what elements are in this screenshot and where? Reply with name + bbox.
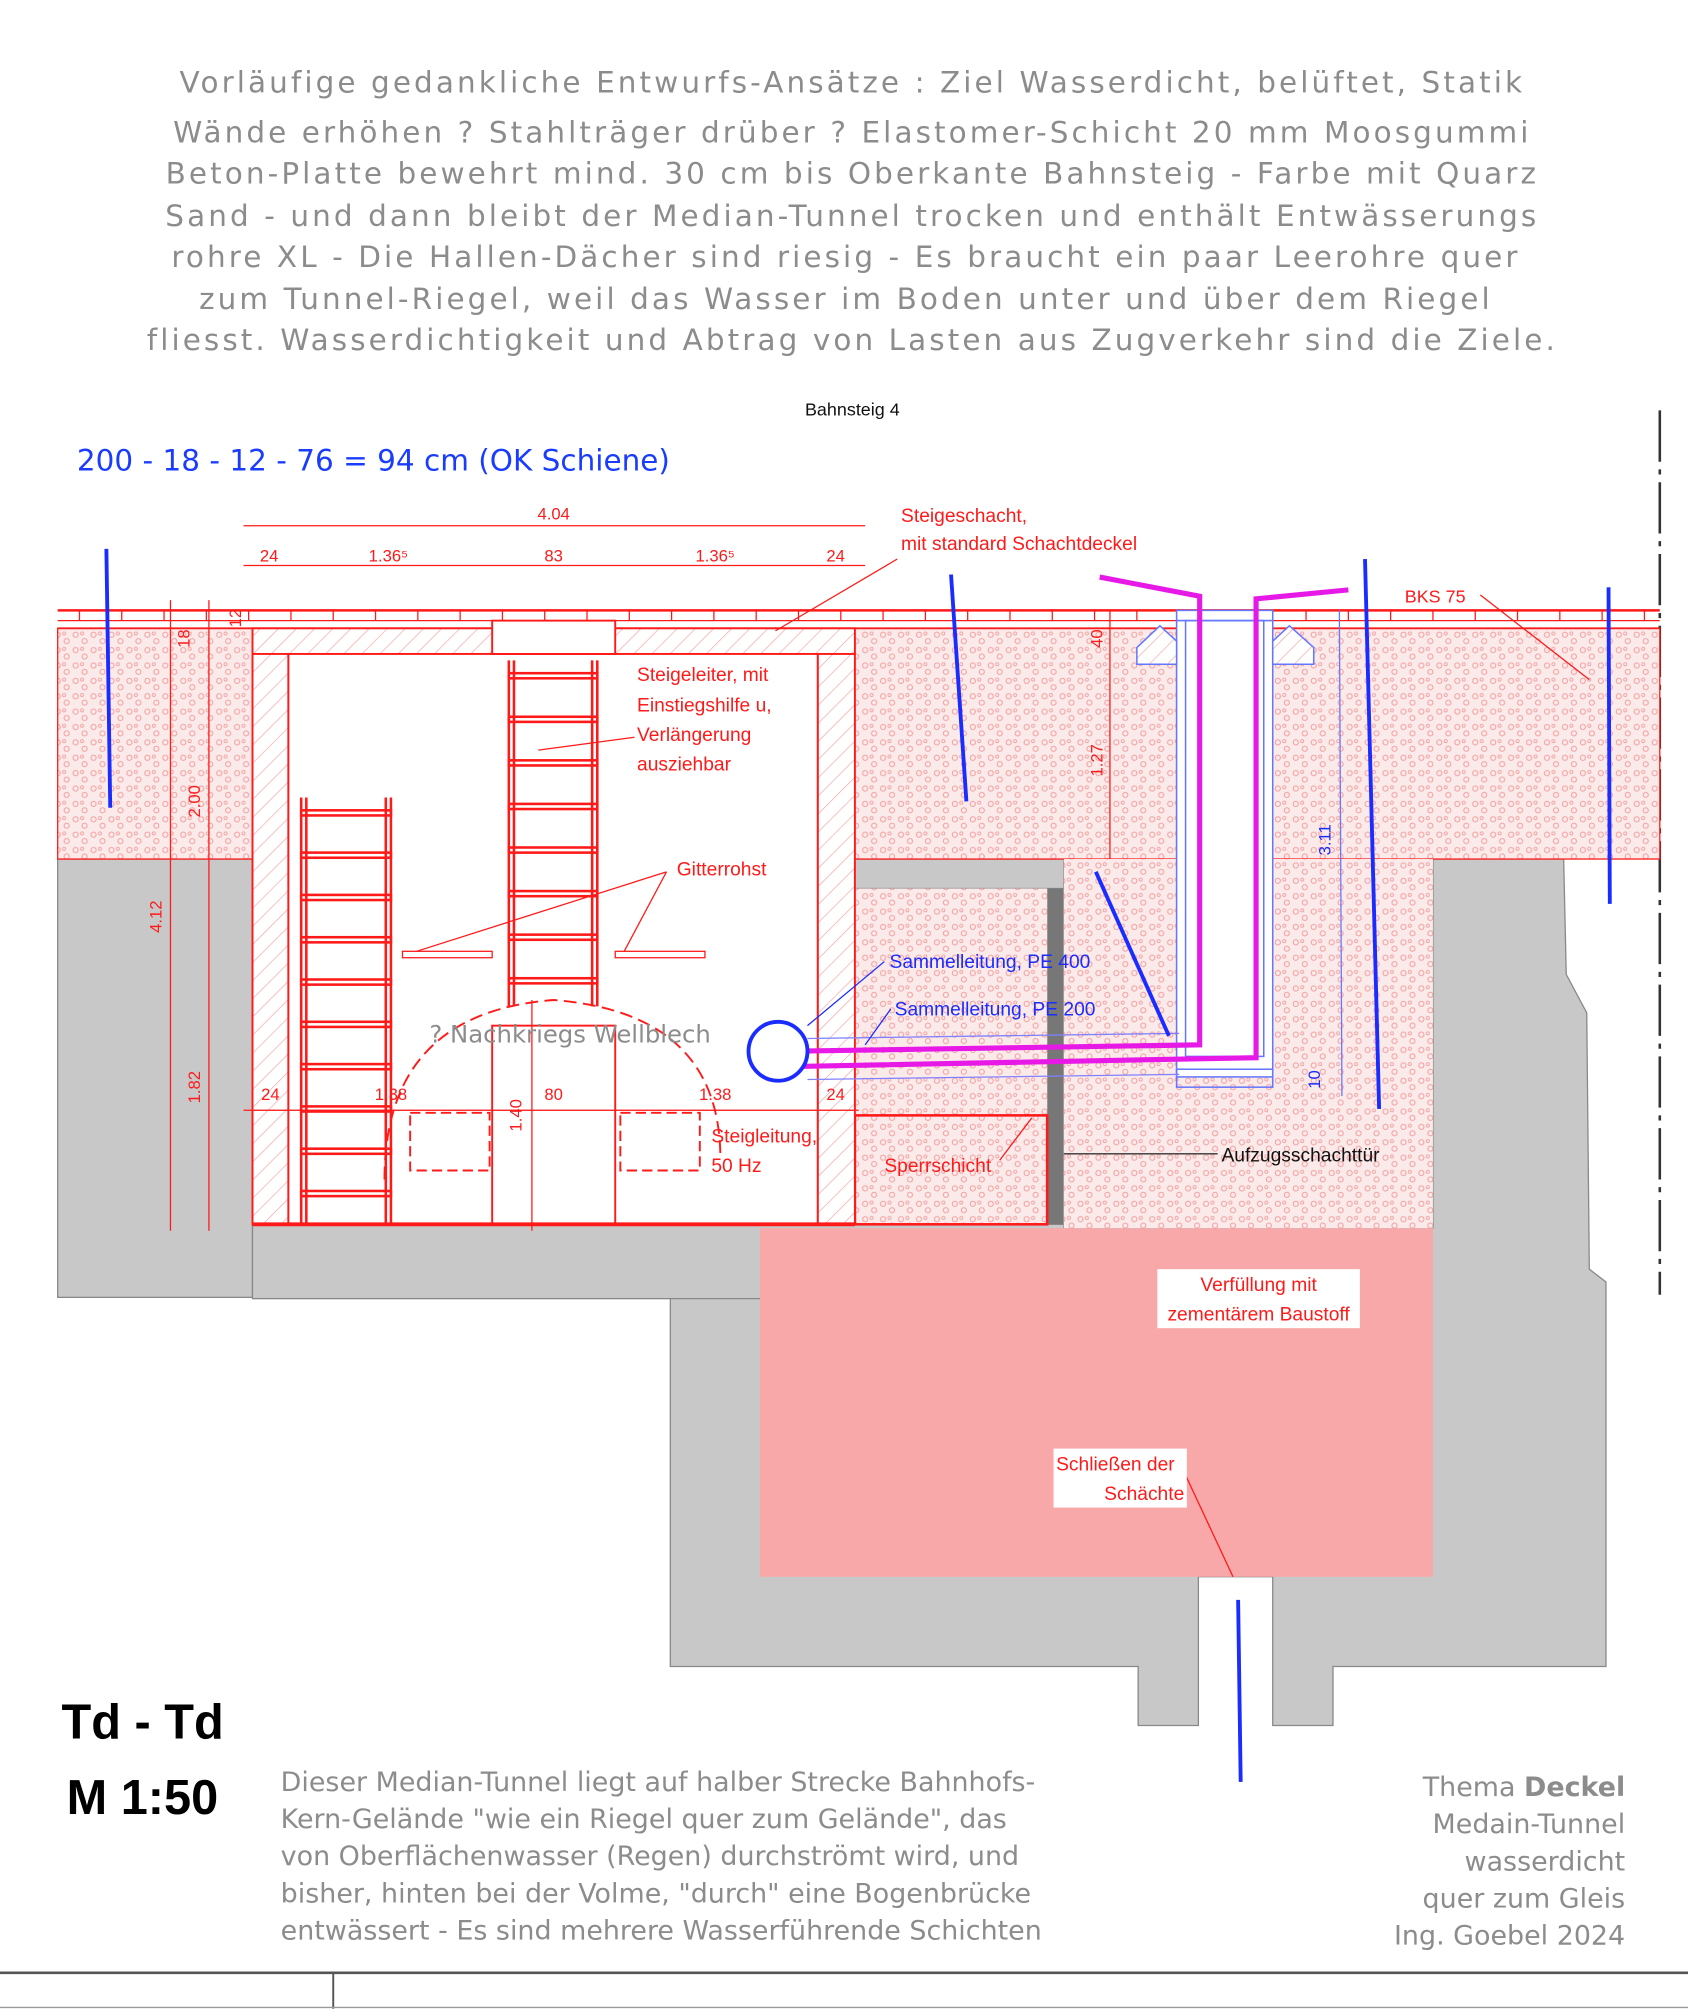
- ladder-rung: [507, 671, 599, 680]
- svg-text:1.38: 1.38: [375, 1085, 407, 1104]
- header-line: Vorläufige gedankliche Entwurfs-Ansätze …: [180, 66, 1526, 100]
- svg-text:Gitterrohst: Gitterrohst: [677, 860, 767, 881]
- svg-text:Verfüllung mit: Verfüllung mit: [1200, 1275, 1317, 1296]
- dimension-lines: [169, 525, 1111, 1231]
- scale-label: M 1:50: [67, 1771, 219, 1825]
- ladder-rung: [299, 1062, 393, 1071]
- theme-block: Thema Deckel Medain-Tunnel wasserdicht q…: [1394, 1772, 1625, 1952]
- svg-text:Steigeschacht,: Steigeschacht,: [901, 506, 1027, 527]
- svg-text:Kern-Gelände "wie ein Riegel q: Kern-Gelände "wie ein Riegel quer zum Ge…: [281, 1804, 1007, 1835]
- grating-left: [401, 950, 493, 959]
- svg-text:ausziehbar: ausziehbar: [637, 755, 732, 776]
- description: Dieser Median-Tunnel liegt auf halber St…: [281, 1767, 1042, 1947]
- header-line: fliesst. Wasserdichtigkeit und Abtrag vo…: [147, 323, 1558, 357]
- svg-text:50 Hz: 50 Hz: [711, 1156, 761, 1177]
- header-line: Beton-Platte bewehrt mind. 30 cm bis Obe…: [166, 157, 1539, 191]
- svg-text:Ing. Goebel 2024: Ing. Goebel 2024: [1394, 1921, 1625, 1952]
- svg-text:1.36⁵: 1.36⁵: [696, 547, 735, 566]
- svg-text:2.00: 2.00: [185, 785, 204, 817]
- svg-text:1.82: 1.82: [185, 1071, 204, 1103]
- svg-text:1.36⁵: 1.36⁵: [369, 547, 408, 566]
- svg-text:Sperrschicht: Sperrschicht: [884, 1156, 991, 1177]
- svg-text:Dieser Median-Tunnel liegt auf: Dieser Median-Tunnel liegt auf halber St…: [281, 1767, 1036, 1798]
- ladder-rung: [299, 1020, 393, 1029]
- ladder-rung: [507, 759, 599, 767]
- ladder-rung: [299, 893, 393, 902]
- platform-slab: [57, 609, 1660, 630]
- ladder-rung: [299, 851, 393, 860]
- header-line: Sand - und dann bleibt der Median-Tunnel…: [165, 199, 1539, 233]
- platform-tiles: [78, 610, 1646, 621]
- ladder-rung: [299, 1189, 393, 1198]
- svg-text:Aufzugsschachttür: Aufzugsschachttür: [1221, 1146, 1380, 1167]
- svg-text:Steigleitung,: Steigleitung,: [711, 1126, 817, 1147]
- ladder-rung: [507, 976, 599, 985]
- svg-text:Schächte: Schächte: [1104, 1484, 1184, 1505]
- grating-right: [614, 950, 706, 959]
- ladder-rung: [507, 715, 599, 724]
- svg-text:12: 12: [226, 609, 245, 628]
- svg-text:Sammelleitung, PE 200: Sammelleitung, PE 200: [895, 999, 1096, 1020]
- svg-text:wasserdicht: wasserdicht: [1465, 1846, 1626, 1877]
- title-block-frame: [0, 1971, 1688, 2009]
- svg-text:40: 40: [1087, 629, 1106, 648]
- svg-text:mit standard Schachtdeckel: mit standard Schachtdeckel: [901, 534, 1137, 555]
- svg-text:quer zum Gleis: quer zum Gleis: [1423, 1883, 1626, 1914]
- ladder-rung: [299, 1147, 393, 1156]
- svg-text:3.11: 3.11: [1315, 824, 1334, 855]
- svg-text:Verlängerung: Verlängerung: [637, 725, 751, 746]
- svg-text:1.40: 1.40: [507, 1099, 526, 1131]
- svg-text:83: 83: [544, 547, 563, 566]
- svg-text:von Oberflächenwasser (Regen): von Oberflächenwasser (Regen) durchström…: [281, 1841, 1019, 1872]
- formula: 200 - 18 - 12 - 76 = 94 cm (OK Schiene): [77, 444, 670, 478]
- svg-text:zementärem Baustoff: zementärem Baustoff: [1167, 1304, 1350, 1325]
- pipe-pe400-icon: [746, 1019, 810, 1083]
- ladder-rung: [299, 1105, 393, 1113]
- annotations: Steigeschacht, mit standard Schachtdecke…: [429, 506, 1466, 1508]
- svg-text:4.04: 4.04: [537, 504, 569, 523]
- svg-text:24: 24: [826, 1085, 845, 1104]
- svg-text:4.12: 4.12: [146, 900, 165, 932]
- ladder-rung: [507, 846, 599, 854]
- svg-text:1.38: 1.38: [699, 1085, 731, 1104]
- svg-text:1.27: 1.27: [1087, 744, 1106, 776]
- svg-text:Einstiegshilfe u,: Einstiegshilfe u,: [637, 696, 772, 717]
- ladder-rung: [299, 978, 393, 986]
- svg-text:entwässert - Es sind mehrere W: entwässert - Es sind mehrere Wasserführe…: [281, 1916, 1042, 1947]
- svg-text:24: 24: [260, 547, 279, 566]
- header-line: rohre XL - Die Hallen-Dächer sind riesig…: [171, 240, 1520, 274]
- chamber: [251, 619, 856, 1227]
- svg-text:Schließen der: Schließen der: [1056, 1454, 1175, 1475]
- svg-text:? Nachkriegs Wellblech: ? Nachkriegs Wellblech: [429, 1019, 710, 1048]
- header-notes: Vorläufige gedankliche Entwurfs-Ansätze …: [147, 66, 1558, 358]
- svg-text:18: 18: [175, 629, 194, 648]
- dimension-labels: 4.04 24 1.36⁵ 83 1.36⁵ 24 24 1.38 80 1.3…: [146, 504, 1334, 1131]
- svg-text:Steigeleiter, mit: Steigeleiter, mit: [637, 665, 769, 686]
- ladder-rung: [299, 809, 393, 817]
- svg-text:Thema Deckel: Thema Deckel: [1422, 1772, 1625, 1803]
- section-title: Td - Td: [62, 1695, 224, 1749]
- svg-text:24: 24: [826, 547, 845, 566]
- svg-text:BKS 75: BKS 75: [1405, 587, 1466, 607]
- header-line: Wände erhöhen ? Stahlträger drüber ? Ela…: [173, 116, 1531, 150]
- svg-text:80: 80: [544, 1085, 563, 1104]
- piles: [104, 548, 1612, 1782]
- ladder-rung: [299, 935, 393, 944]
- header-line: zum Tunnel-Riegel, weil das Wasser im Bo…: [199, 282, 1493, 316]
- ladder-rung: [507, 802, 599, 811]
- ladder-rung: [507, 933, 599, 942]
- svg-text:24: 24: [261, 1085, 280, 1104]
- svg-text:Medain-Tunnel: Medain-Tunnel: [1433, 1809, 1626, 1840]
- svg-text:bisher, hinten bei der Volme,: bisher, hinten bei der Volme, "durch" ei…: [281, 1878, 1031, 1909]
- svg-text:Sammelleitung, PE 400: Sammelleitung, PE 400: [890, 952, 1091, 973]
- leader-lines: [538, 558, 1590, 1578]
- drain-pipes: [746, 574, 1349, 1083]
- svg-text:10: 10: [1305, 1070, 1324, 1089]
- platform-label: Bahnsteig 4: [805, 400, 900, 420]
